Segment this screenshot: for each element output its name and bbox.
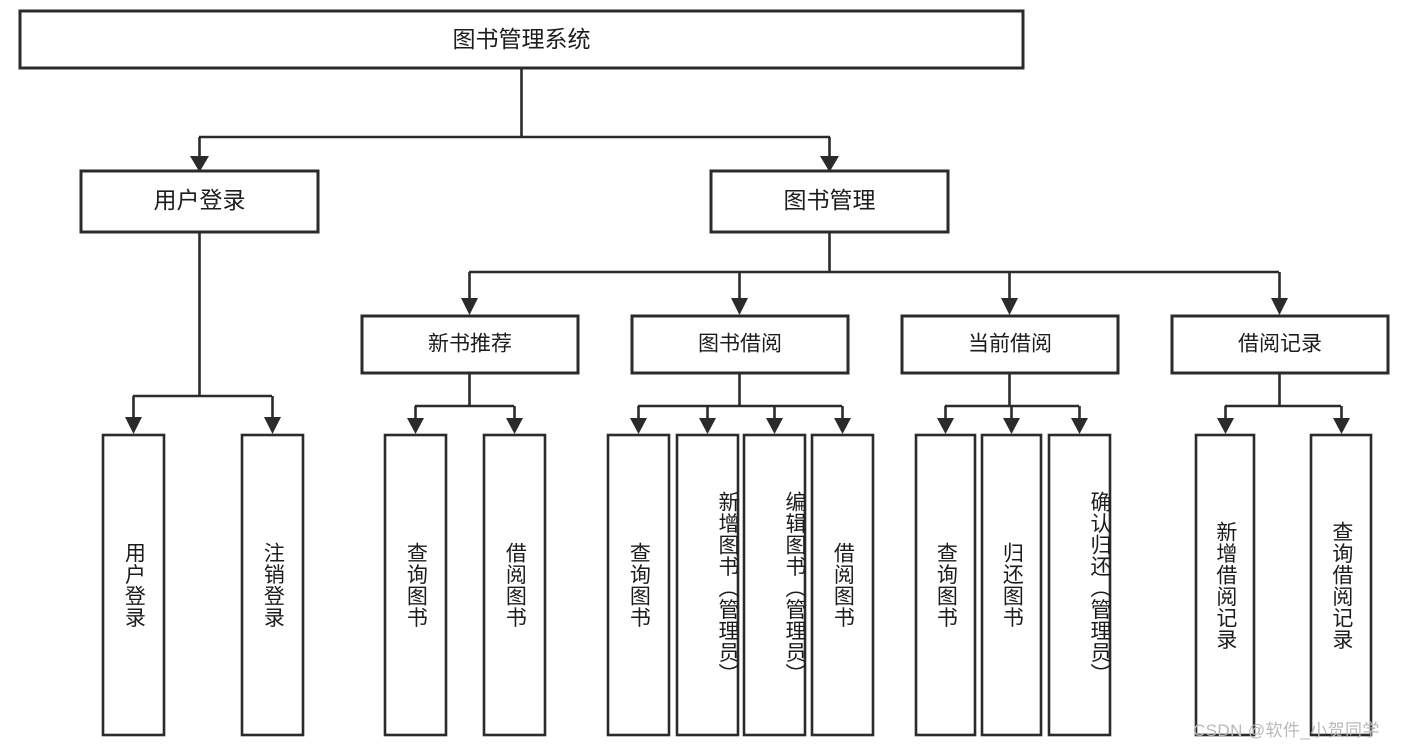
- leaf-box-query-borrow-record[interactable]: [1309, 433, 1373, 737]
- connector-group-borrow-record: [1217, 373, 1350, 434]
- arrow-head-bookborrow-3: [766, 418, 783, 434]
- leaf-box-return-book[interactable]: [980, 433, 1043, 737]
- leaf-box-add-borrow-record[interactable]: [1194, 433, 1256, 737]
- leaf-box-add-book-admin[interactable]: [675, 433, 740, 737]
- connector-group-book-borrow: [630, 373, 851, 434]
- arrow-head-root-1: [190, 156, 209, 172]
- arrow-head-bookmanage-4: [1271, 298, 1288, 315]
- leaf-box-user-login[interactable]: [101, 433, 166, 737]
- node-user-login[interactable]: 用户登录: [79, 169, 320, 234]
- connector-group-new-book-rec: [407, 373, 523, 434]
- node-current-borrow-label: 当前借阅: [968, 333, 1052, 356]
- arrow-head-curborrow-1: [937, 418, 954, 434]
- node-book-borrow-box[interactable]: [630, 314, 850, 375]
- node-borrow-record-box[interactable]: [1170, 314, 1390, 375]
- node-user-login-box[interactable]: [79, 169, 320, 234]
- arrow-head-borrowrec-1: [1217, 418, 1234, 434]
- node-book-borrow[interactable]: 图书借阅: [630, 314, 850, 375]
- node-root-box[interactable]: [18, 9, 1025, 70]
- node-book-manage[interactable]: 图书管理: [709, 169, 950, 234]
- node-borrow-record[interactable]: 借阅记录: [1170, 314, 1390, 375]
- leaf-box-query-book-cur[interactable]: [914, 433, 977, 737]
- node-borrow-record-label: 借阅记录: [1238, 333, 1322, 356]
- node-root[interactable]: 图书管理系统: [18, 9, 1025, 70]
- arrow-head-bookmanage-3: [1001, 298, 1018, 315]
- node-root-label: 图书管理系统: [453, 26, 591, 52]
- arrow-head-bookmanage-2: [731, 298, 748, 315]
- connector-group-user-login: [125, 232, 281, 434]
- arrow-head-newbook-1: [407, 418, 424, 434]
- leaf-box-query-book-borrow[interactable]: [606, 433, 671, 737]
- arrow-head-bookborrow-2: [699, 418, 716, 434]
- connector-group-book-manage: [461, 232, 1288, 315]
- node-current-borrow-box[interactable]: [900, 314, 1120, 375]
- node-current-borrow[interactable]: 当前借阅: [900, 314, 1120, 375]
- arrow-head-newbook-2: [506, 418, 523, 434]
- leaf-box-query-book-rec[interactable]: [383, 433, 448, 737]
- arrow-head-curborrow-2: [1003, 418, 1020, 434]
- csdn-watermark: CSDN @软件_小贺同学: [1193, 721, 1380, 740]
- node-user-login-label: 用户登录: [154, 187, 246, 213]
- arrow-head-borrowrec-2: [1333, 418, 1350, 434]
- leaf-box-borrow-book-rec[interactable]: [482, 433, 547, 737]
- leaf-box-edit-book-admin[interactable]: [742, 433, 807, 737]
- node-book-manage-box[interactable]: [709, 169, 950, 234]
- node-new-book-rec-box[interactable]: [360, 314, 580, 375]
- arrow-head-userlogin-2: [264, 417, 281, 434]
- node-book-borrow-label: 图书借阅: [698, 333, 782, 356]
- node-new-book-rec[interactable]: 新书推荐: [360, 314, 580, 375]
- connector-group-root: [190, 68, 839, 172]
- leaf-box-borrow-book[interactable]: [810, 433, 875, 737]
- node-book-manage-label: 图书管理: [784, 187, 876, 213]
- arrow-head-bookmanage-1: [461, 298, 478, 315]
- arrow-head-curborrow-3: [1071, 418, 1088, 434]
- leaf-box-user-logout[interactable]: [240, 433, 305, 737]
- node-new-book-rec-label: 新书推荐: [428, 333, 512, 356]
- arrow-head-root-2: [820, 156, 839, 172]
- leaf-box-confirm-return-admin[interactable]: [1047, 433, 1112, 737]
- leaf-boxes: [101, 433, 1373, 737]
- connector-group-current-borrow: [937, 373, 1088, 434]
- arrow-head-bookborrow-4: [834, 418, 851, 434]
- arrow-head-bookborrow-1: [630, 418, 647, 434]
- arrow-head-userlogin-1: [125, 417, 142, 434]
